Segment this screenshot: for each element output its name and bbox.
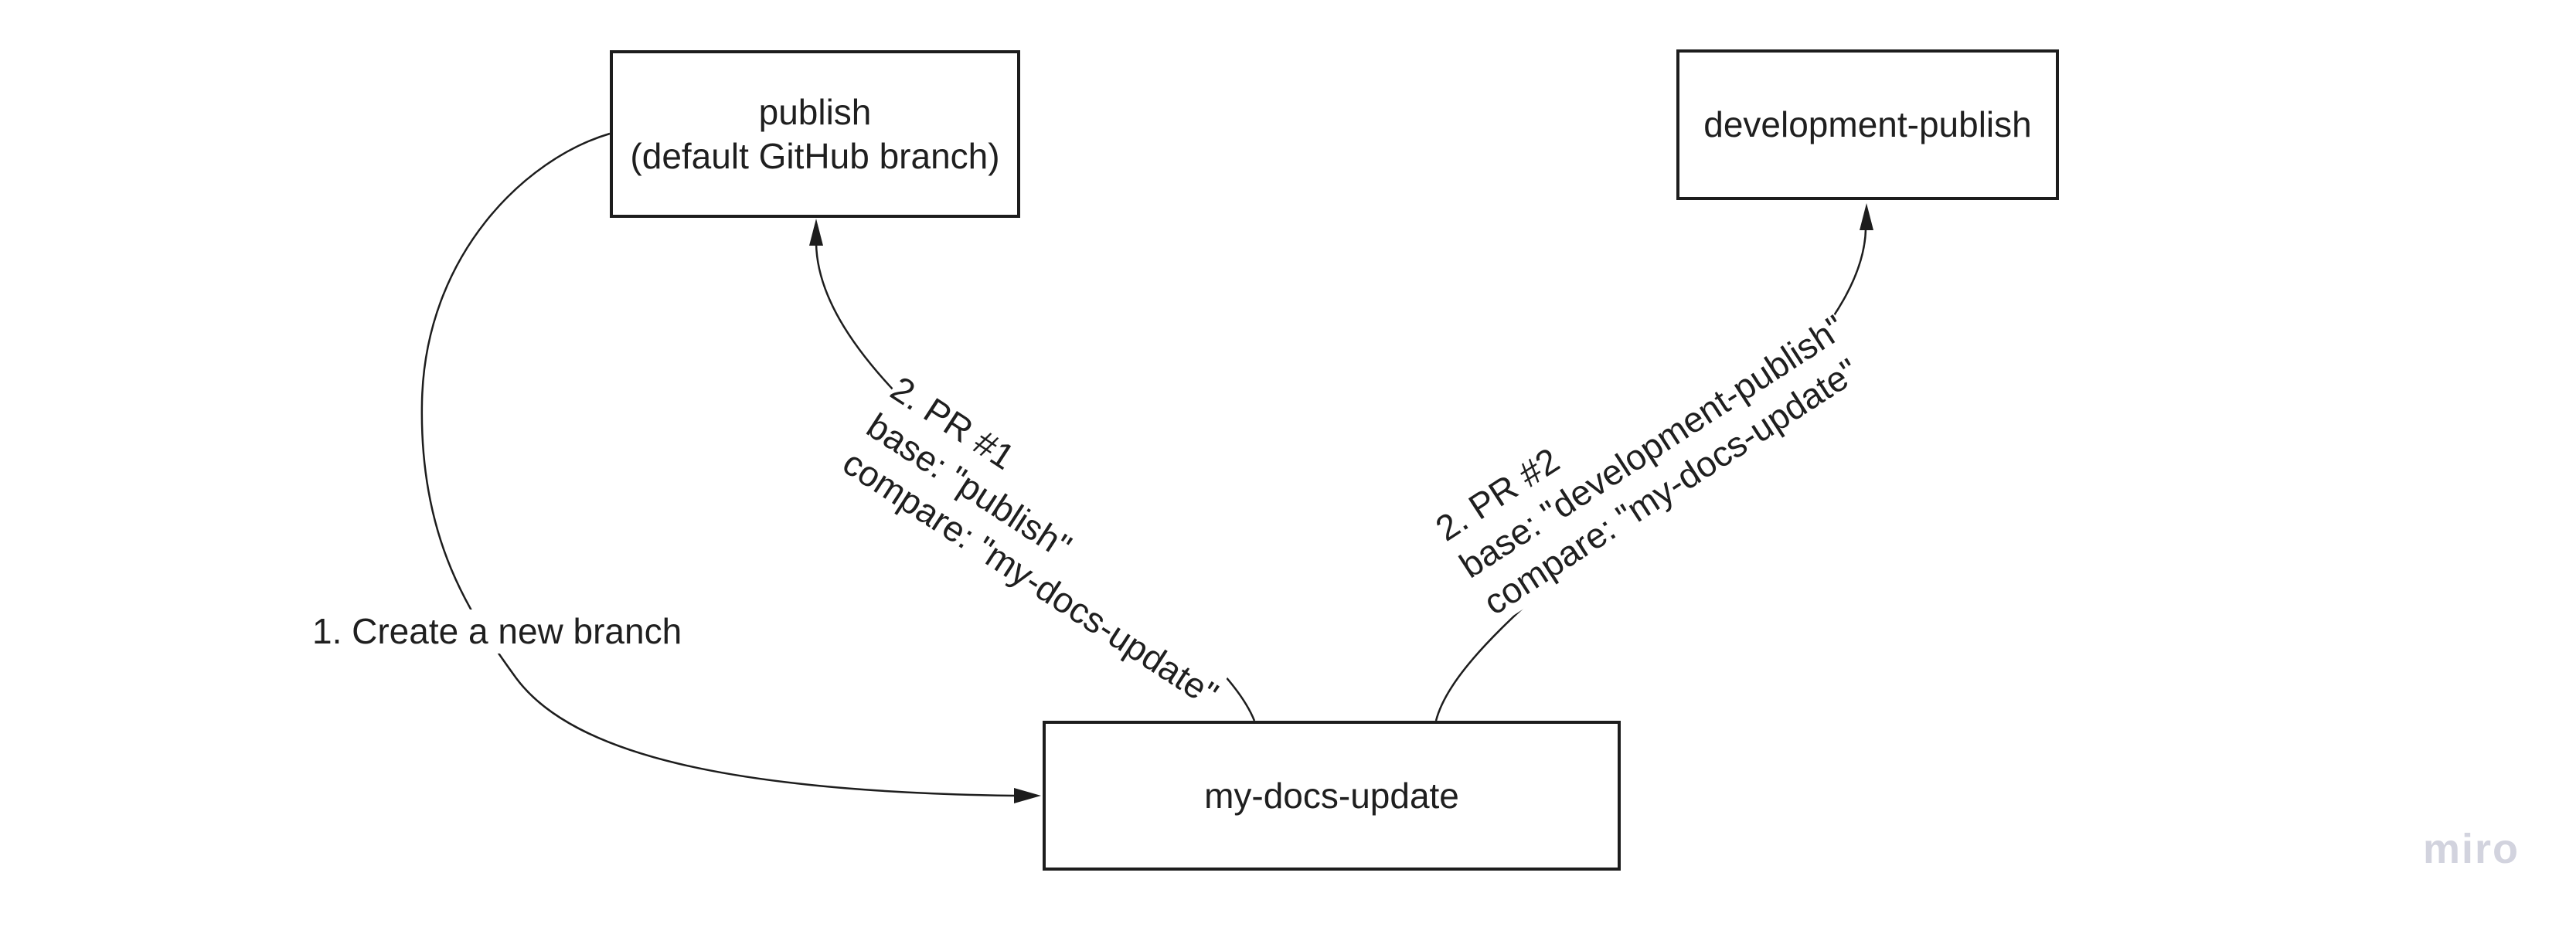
node-publish-label-line1: publish xyxy=(758,91,872,132)
edge-label-create-branch-text: 1. Create a new branch xyxy=(312,611,682,651)
miro-watermark-logo[interactable]: miro xyxy=(2422,826,2520,872)
node-publish[interactable]: publish (default GitHub branch) xyxy=(610,50,1020,218)
edge-create-branch-path xyxy=(420,132,1016,797)
edge-pr2-arrowhead-icon xyxy=(1860,203,1873,230)
node-development-publish-label: development-publish xyxy=(1703,104,2032,144)
node-publish-label-line2: (default GitHub branch) xyxy=(630,135,1000,176)
node-development-publish[interactable]: development-publish xyxy=(1676,49,2059,200)
node-my-docs-update-label: my-docs-update xyxy=(1204,775,1459,816)
edge-pr1-arrowhead-icon xyxy=(809,219,823,246)
node-my-docs-update[interactable]: my-docs-update xyxy=(1043,721,1621,871)
edge-create-branch-arrowhead-icon xyxy=(1014,788,1041,803)
edge-label-create-branch: 1. Create a new branch xyxy=(312,610,682,654)
